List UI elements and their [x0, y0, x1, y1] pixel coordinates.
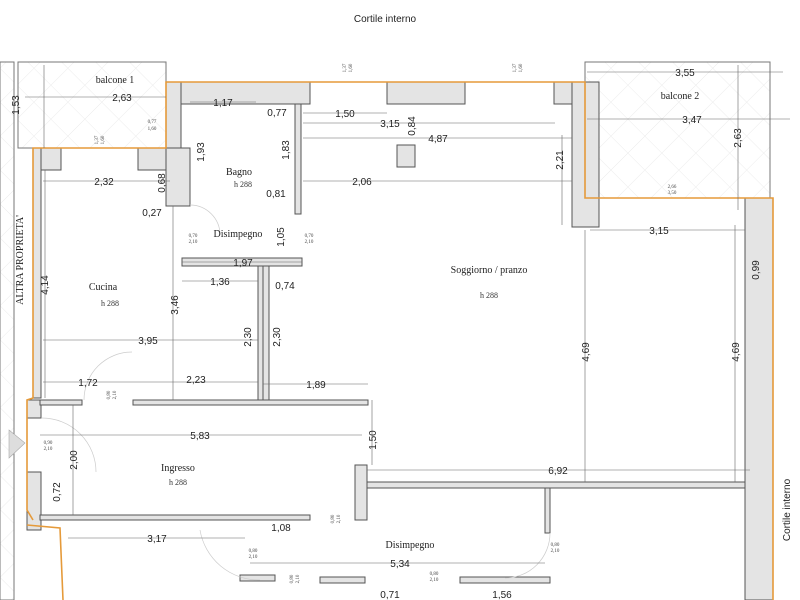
- opening-label: 1,37: [95, 135, 100, 144]
- dimension-label: 0,27: [142, 208, 162, 219]
- opening-label: 2,10: [430, 578, 439, 583]
- dimension-label: 0,71: [380, 590, 400, 600]
- dimension-label: 3,55: [675, 68, 695, 79]
- room-cucina: Cucina: [89, 282, 118, 293]
- opening-label: 0,70: [189, 234, 198, 239]
- neighbor-label: ALTRA PROPRIETA': [15, 215, 26, 305]
- exterior-outline-lower: [26, 524, 64, 600]
- balcone-1-area: [17, 61, 167, 149]
- neighbor-strip: [0, 61, 15, 600]
- opening-label: 3,50: [668, 191, 677, 196]
- dimension-label: 3,17: [147, 534, 167, 545]
- dimension-label: 1,53: [11, 95, 22, 115]
- courtyard-right-label: Cortile interno: [782, 478, 793, 541]
- dimension-label: 3,15: [380, 119, 400, 130]
- opening-label: 0,80: [430, 572, 439, 577]
- dimension-label: 5,34: [390, 559, 410, 570]
- opening-label: 1,60: [101, 135, 106, 144]
- room-bagno-height: h 288: [234, 180, 252, 189]
- opening-label: 0,70: [305, 234, 314, 239]
- dimension-label: 1,05: [276, 227, 287, 247]
- opening-label: 2,10: [249, 555, 258, 560]
- dimension-label: 3,95: [138, 336, 158, 347]
- dimension-label: 3,15: [649, 226, 669, 237]
- dimension-label: 4,69: [731, 342, 742, 362]
- dimension-label: 2,32: [94, 177, 114, 188]
- dimension-label: 1,97: [233, 258, 253, 269]
- room-bagno: Bagno: [226, 167, 252, 178]
- room-soggiorno-height: h 288: [480, 291, 498, 300]
- opening-label: 2,10: [44, 447, 53, 452]
- opening-label: 2,66: [668, 185, 677, 190]
- opening-label: 2,10: [305, 240, 314, 245]
- opening-label: 0,90: [44, 441, 53, 446]
- dimension-label: 0,81: [266, 189, 286, 200]
- opening-label: 1,37: [513, 63, 518, 72]
- dimension-label: 2,63: [733, 128, 744, 148]
- dimension-label: 1,89: [306, 380, 326, 391]
- opening-labels: 0,77 1,60 1,37 1,60 1,37 1,60 1,37 1,60 …: [44, 63, 677, 583]
- dimension-label: 2,06: [352, 177, 372, 188]
- dimension-label: 1,36: [210, 277, 230, 288]
- room-disimpegno-2: Disimpegno: [386, 540, 435, 551]
- dimension-label: 1,50: [368, 430, 379, 450]
- room-cucina-height: h 288: [101, 299, 119, 308]
- dimension-label: 0,68: [157, 173, 168, 193]
- dimension-label: 1,56: [492, 590, 512, 600]
- opening-label: 2,10: [113, 390, 118, 399]
- room-ingresso-height: h 288: [169, 478, 187, 487]
- entrance-arrow-icon: [8, 429, 26, 459]
- dimension-label: 3,47: [682, 115, 702, 126]
- opening-label: 0,80: [290, 574, 295, 583]
- dimension-label: 2,30: [272, 327, 283, 347]
- opening-label: 0,80: [107, 390, 112, 399]
- dimension-label: 0,74: [275, 281, 295, 292]
- dimension-label: 0,84: [407, 116, 418, 136]
- door-swings: [41, 204, 551, 581]
- room-soggiorno: Soggiorno / pranzo: [451, 265, 528, 276]
- opening-label: 0,80: [551, 543, 560, 548]
- dimension-label: 0,99: [751, 260, 762, 280]
- room-balcone-2: balcone 2: [661, 91, 700, 102]
- dimension-label: 6,92: [548, 466, 568, 477]
- room-balcone-1: balcone 1: [96, 75, 135, 86]
- opening-label: 2,10: [337, 514, 342, 523]
- dimension-label: 0,77: [267, 108, 287, 119]
- dimension-label: 1,50: [335, 109, 355, 120]
- dimension-label: 2,63: [112, 93, 132, 104]
- room-ingresso: Ingresso: [161, 463, 195, 474]
- dimension-label: 4,69: [581, 342, 592, 362]
- dimension-label: 1,08: [271, 523, 291, 534]
- dimension-label: 2,30: [243, 327, 254, 347]
- room-disimpegno-1: Disimpegno: [214, 229, 263, 240]
- opening-label: 1,60: [148, 127, 157, 132]
- opening-label: 2,10: [189, 240, 198, 245]
- opening-label: 1,60: [349, 63, 354, 72]
- opening-label: 1,60: [519, 63, 524, 72]
- dimension-labels: 2,63 1,17 0,77 1,50 3,15 4,87 0,81 2,06 …: [11, 68, 762, 600]
- opening-label: 0,80: [249, 549, 258, 554]
- dimension-label: 1,83: [281, 140, 292, 160]
- dimension-label: 2,00: [69, 450, 80, 470]
- opening-label: 2,10: [296, 574, 301, 583]
- opening-label: 0,80: [331, 514, 336, 523]
- dimension-label: 4,87: [428, 134, 448, 145]
- dimension-label: 5,83: [190, 431, 210, 442]
- opening-label: 1,37: [343, 63, 348, 72]
- dimension-label: 1,93: [196, 142, 207, 162]
- exterior-outline: [26, 81, 774, 600]
- dimension-label: 0,72: [52, 482, 63, 502]
- dimension-label: 1,72: [78, 378, 98, 389]
- opening-label: 0,77: [148, 120, 157, 125]
- dimension-label: 1,17: [213, 98, 233, 109]
- balcone-2-area: [584, 61, 771, 199]
- courtyard-top-label: Cortile interno: [354, 14, 417, 25]
- dimension-label: 4,14: [40, 275, 51, 295]
- opening-label: 2,10: [551, 549, 560, 554]
- dimension-label: 3,46: [170, 295, 181, 315]
- dimension-lines: [25, 65, 790, 564]
- dimension-label: 2,21: [555, 150, 566, 170]
- dimension-label: 2,23: [186, 375, 206, 386]
